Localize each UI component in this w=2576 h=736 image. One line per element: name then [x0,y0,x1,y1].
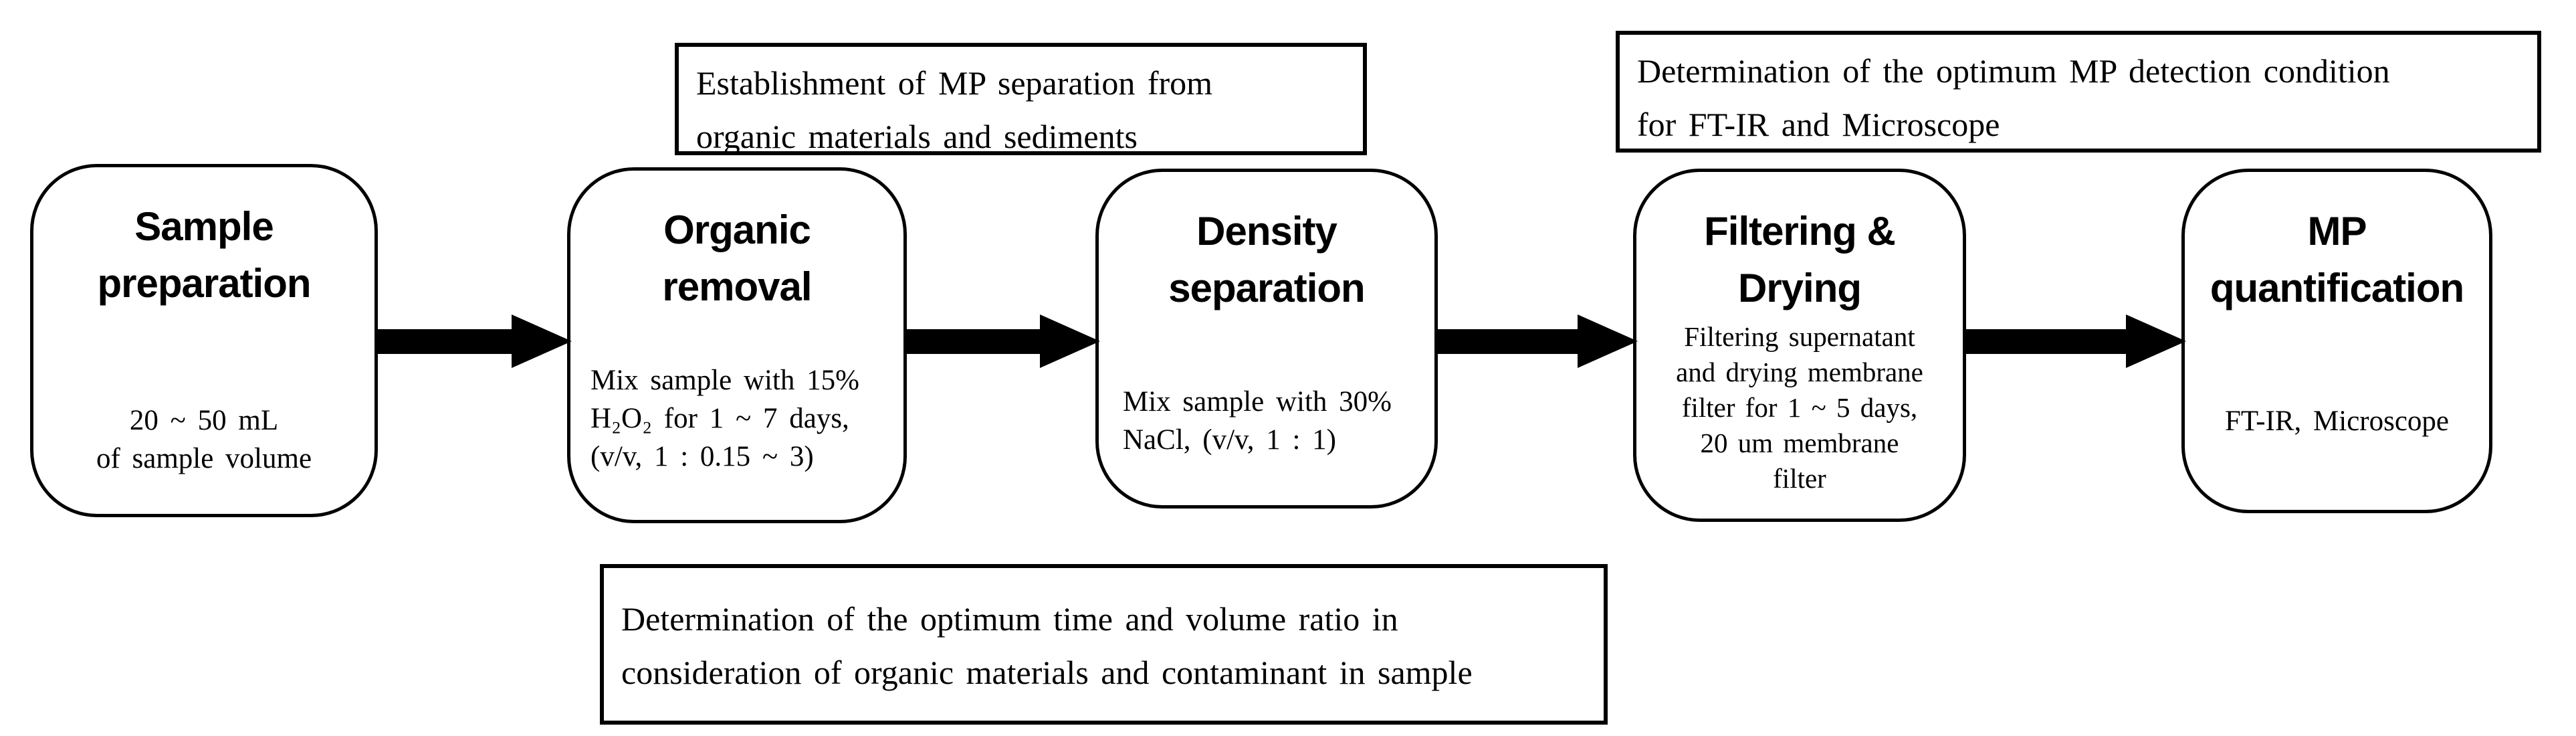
annotation-optimum-time-volume-ratio: Determination of the optimum time and vo… [600,564,1608,725]
annotation-line: for FT-IR and Microscope [1637,106,2000,143]
process-box-sample-preparation: Sample preparation 20 ~ 50 mL of sample … [30,164,378,517]
annotation-line: Establishment of MP separation from [696,64,1213,102]
step-title-line: separation [1168,266,1365,310]
step-title: Organic removal [570,201,903,315]
flow-arrow [374,314,572,368]
step-detail-line: Filtering supernatant [1684,321,1915,352]
step-detail-line: and drying membrane [1676,357,1923,387]
process-box-filtering-drying: Filtering & Drying Filtering supernatant… [1633,169,1966,522]
step-title-line: preparation [97,261,311,306]
step-title-line: Drying [1737,266,1862,310]
annotation-line: organic materials and sediments [696,118,1138,155]
annotation-establishment-mp-separation: Establishment of MP separation from orga… [675,43,1367,155]
annotation-line: consideration of organic materials and c… [621,654,1473,691]
flow-arrow [1963,314,2186,368]
process-box-organic-removal: Organic removal Mix sample with 15% H₂O₂… [567,167,907,523]
step-title-line: removal [662,264,812,309]
arrow-right-icon [1578,314,1638,368]
step-detail-line: (v/v, 1 : 0.15 ~ 3) [591,441,814,472]
step-detail: Mix sample with 30% NaCl, (v/v, 1 : 1) [1123,383,1421,459]
step-detail-line: H₂O₂ for 1 ~ 7 days, [591,403,849,434]
flow-arrow [903,314,1100,368]
step-detail: Mix sample with 15% H₂O₂ for 1 ~ 7 days,… [591,361,895,476]
arrow-right-icon [1040,314,1100,368]
step-title: MP quantification [2185,203,2489,316]
arrow-shaft [374,329,512,354]
step-title-line: Organic [663,207,811,252]
step-detail-line: of sample volume [96,443,312,474]
step-title-line: Filtering & [1704,209,1896,254]
flow-arrow [1434,314,1638,368]
arrow-right-icon [2126,314,2186,368]
arrow-shaft [1434,329,1578,354]
step-detail-line: Mix sample with 30% [1123,386,1392,418]
step-detail: 20 ~ 50 mL of sample volume [33,401,374,478]
step-title: Density separation [1099,203,1434,316]
step-detail-line: NaCl, (v/v, 1 : 1) [1123,424,1337,456]
step-detail-line: FT-IR, Microscope [2224,405,2450,437]
annotation-line: Determination of the optimum time and vo… [621,600,1398,638]
step-detail-line: filter [1773,463,1826,494]
arrow-right-icon [512,314,572,368]
step-detail: Filtering supernatant and drying membran… [1636,319,1963,496]
step-detail-line: Mix sample with 15% [591,365,859,396]
step-title-line: Sample [134,204,274,249]
step-title: Filtering & Drying [1636,203,1963,316]
step-detail-line: 20 um membrane [1700,428,1899,458]
arrow-shaft [903,329,1040,354]
step-detail: FT-IR, Microscope [2185,402,2489,440]
annotation-optimum-mp-detection: Determination of the optimum MP detectio… [1616,31,2541,153]
step-title-line: quantification [2210,266,2464,310]
arrow-shaft [1963,329,2126,354]
process-box-density-separation: Density separation Mix sample with 30% N… [1095,169,1438,509]
step-detail-line: 20 ~ 50 mL [129,405,279,436]
process-box-mp-quantification: MP quantification FT-IR, Microscope [2181,169,2492,513]
step-title-line: Density [1196,209,1337,254]
annotation-line: Determination of the optimum MP detectio… [1637,52,2390,90]
step-title-line: MP [2307,209,2367,254]
step-title: Sample preparation [33,198,374,312]
step-detail-line: filter for 1 ~ 5 days, [1681,392,1918,423]
